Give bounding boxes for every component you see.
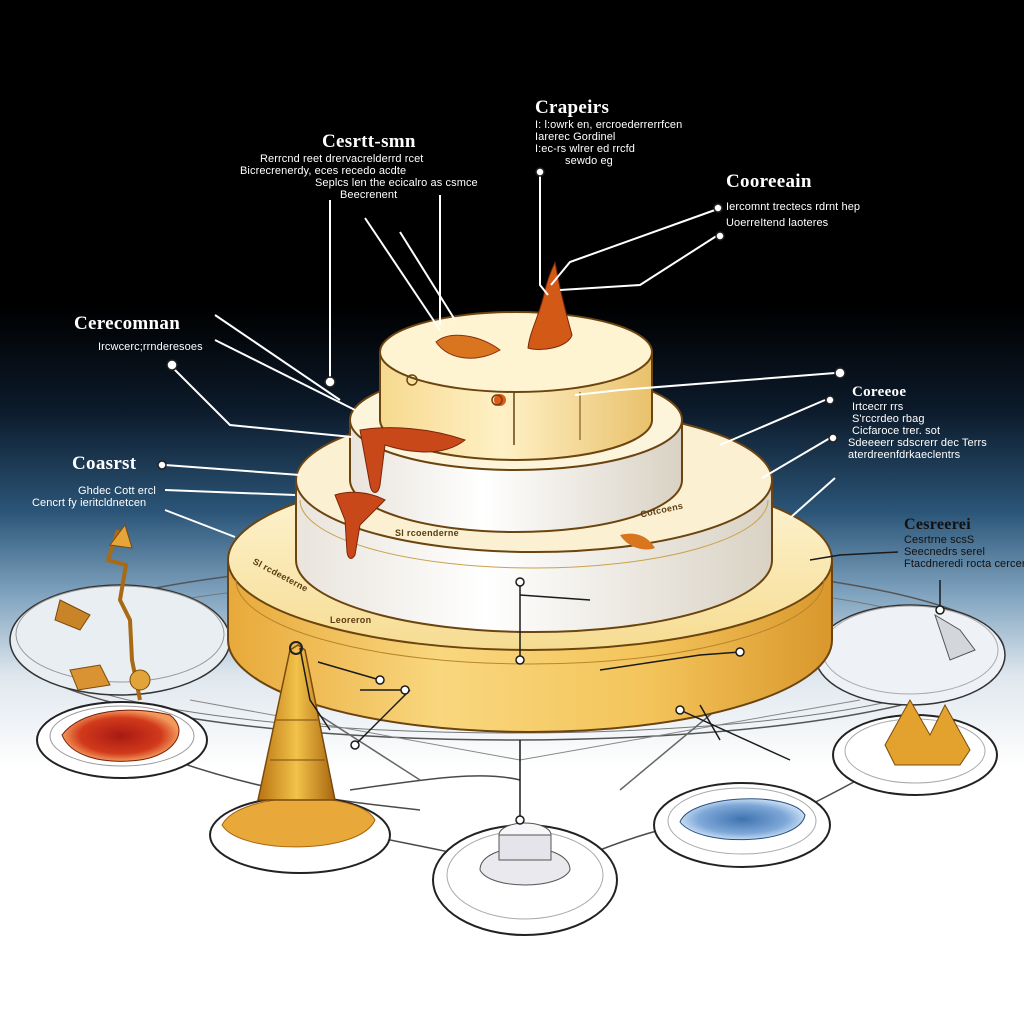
- label-top-center: Crapeirs I: l:owrk en, ercroederrerrfcen…: [535, 97, 683, 168]
- label-title: Coreeoe: [852, 384, 907, 400]
- label-line: sewdo eg: [565, 155, 613, 168]
- label-line: Bicrecrenerdy, eces recedo acdte: [240, 164, 407, 177]
- tier-label-middle-side: Sl rcoenderne: [395, 528, 459, 538]
- tier-label-bottom-front: Leoreron: [330, 615, 372, 625]
- label-line: Beecrenent: [340, 189, 398, 202]
- gold-figurine-icon: [54, 523, 976, 701]
- label-top-left: Cesrtt-smn Rerrcnd reet drervacrelderrd …: [240, 131, 478, 202]
- label-line: Iarerec Gordinel: [535, 130, 616, 143]
- label-left-middle: Coasrst Ghdec Cott ercl Cencrt fy ieritc…: [32, 453, 156, 509]
- label-line: S'rccrdeo rbag: [852, 412, 925, 425]
- red-sauce-plate-icon: [36, 701, 208, 779]
- callout-dots: [157, 167, 846, 470]
- right-side-platform: [814, 604, 1006, 706]
- callout-lines-dark: [299, 551, 941, 820]
- label-line: aterdreenfdrkaeclentrs: [848, 448, 961, 461]
- label-line: Seplcs len the ecicalro as csmce: [315, 177, 478, 190]
- label-right-middle: Coreeoe Irtcecrr rrs S'rccrdeo rbag Cicf…: [848, 384, 987, 461]
- label-title: Cerecomnan: [74, 313, 181, 334]
- cake-top-tier: [379, 311, 653, 461]
- label-title: Cesrtt-smn: [322, 131, 416, 152]
- label-line: I:ec-rs wlrer ed rrcfd: [535, 143, 635, 156]
- label-left-upper: Cerecomnan Ircwcerc;rrnderesoes: [74, 313, 203, 353]
- golden-spire-icon: [209, 641, 391, 874]
- label-line: Cesrtrne scsS: [904, 533, 975, 546]
- sauce-drip-icon: [334, 261, 655, 559]
- label-title: Coasrst: [72, 453, 137, 474]
- label-title: Crapeirs: [535, 97, 610, 118]
- blue-frosting-plate-icon: [653, 782, 831, 868]
- label-line: Rerrcnd reet drervacrelderrd rcet: [260, 152, 424, 165]
- cream-dome-plate-icon: [432, 822, 618, 936]
- label-line: Cencrt fy ieritcldnetcen: [32, 496, 147, 509]
- callout-lines-white: [164, 175, 836, 538]
- label-line: Ghdec Cott ercl: [78, 484, 156, 497]
- label-title: Cesreerei: [904, 516, 971, 533]
- label-right-upper: Cooreeain Iercomnt trectecs rdrnt hep Uo…: [726, 171, 861, 229]
- label-line: I: l:owrk en, ercroederrerrfcen: [535, 118, 683, 131]
- gold-shards-plate-icon: [832, 698, 998, 796]
- label-line: Ftacdneredi rocta cercer: [904, 557, 1024, 570]
- label-line: UoerreItend laoteres: [726, 216, 829, 229]
- label-line: Cicfaroce trer. sot: [852, 424, 941, 437]
- label-line: Ircwcerc;rrnderesoes: [98, 340, 203, 353]
- label-line: Sdeeeerr sdscrerr dec Terrs: [848, 436, 987, 449]
- callout-dots-dark: [350, 577, 945, 825]
- label-title: Cooreeain: [726, 171, 812, 192]
- label-line: Irtcecrr rrs: [852, 400, 904, 413]
- label-right-lower: Cesreerei Cesrtrne scsS Seecnedrs serel …: [904, 516, 1024, 570]
- label-line: Seecnedrs serel: [904, 545, 985, 558]
- label-line: Iercomnt trectecs rdrnt hep: [726, 200, 861, 213]
